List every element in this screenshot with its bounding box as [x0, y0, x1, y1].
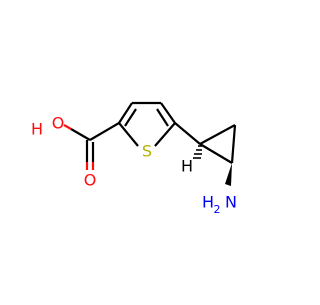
amine-h-label: H	[202, 193, 214, 212]
bond-c2-s	[118, 122, 139, 147]
bond-c-oh-red	[63, 124, 72, 130]
sulfur-label: S	[142, 142, 152, 161]
bond-c2-c3	[118, 102, 133, 124]
bond-c-oh	[70, 128, 91, 141]
bond-c5-cp1	[174, 122, 201, 145]
bond-c4-c5-inner	[156, 108, 169, 127]
bond-c5-s	[154, 122, 176, 147]
hydroxyl-h-label: H	[31, 120, 43, 139]
stereo-h-label: H	[181, 157, 193, 176]
bond-c2-c3-inner	[124, 108, 137, 127]
thiophene-ring: S	[118, 101, 176, 161]
hydroxyl-o-label: O	[52, 114, 65, 133]
carbonyl-o-label: O	[84, 171, 97, 190]
amine-group: H 2 N	[202, 193, 237, 217]
amine-h-count: 2	[214, 203, 221, 216]
bond-c-ring	[89, 122, 120, 141]
cyclopropane-ring: H	[174, 122, 237, 186]
carboxylic-acid-group: H O O	[31, 114, 120, 190]
bond-cp2-cp3	[230, 124, 237, 164]
molecule-diagram: H O O S	[31, 101, 237, 217]
solid-wedge-nh2	[225, 163, 232, 186]
molecule-svg: H O O S	[31, 101, 237, 217]
bond-cp1-cp2	[199, 124, 236, 145]
hashed-wedge-h	[193, 145, 202, 159]
amine-n-label: N	[225, 193, 237, 212]
bond-c4-c5	[160, 102, 176, 124]
bond-cp1-cp3	[199, 143, 233, 164]
